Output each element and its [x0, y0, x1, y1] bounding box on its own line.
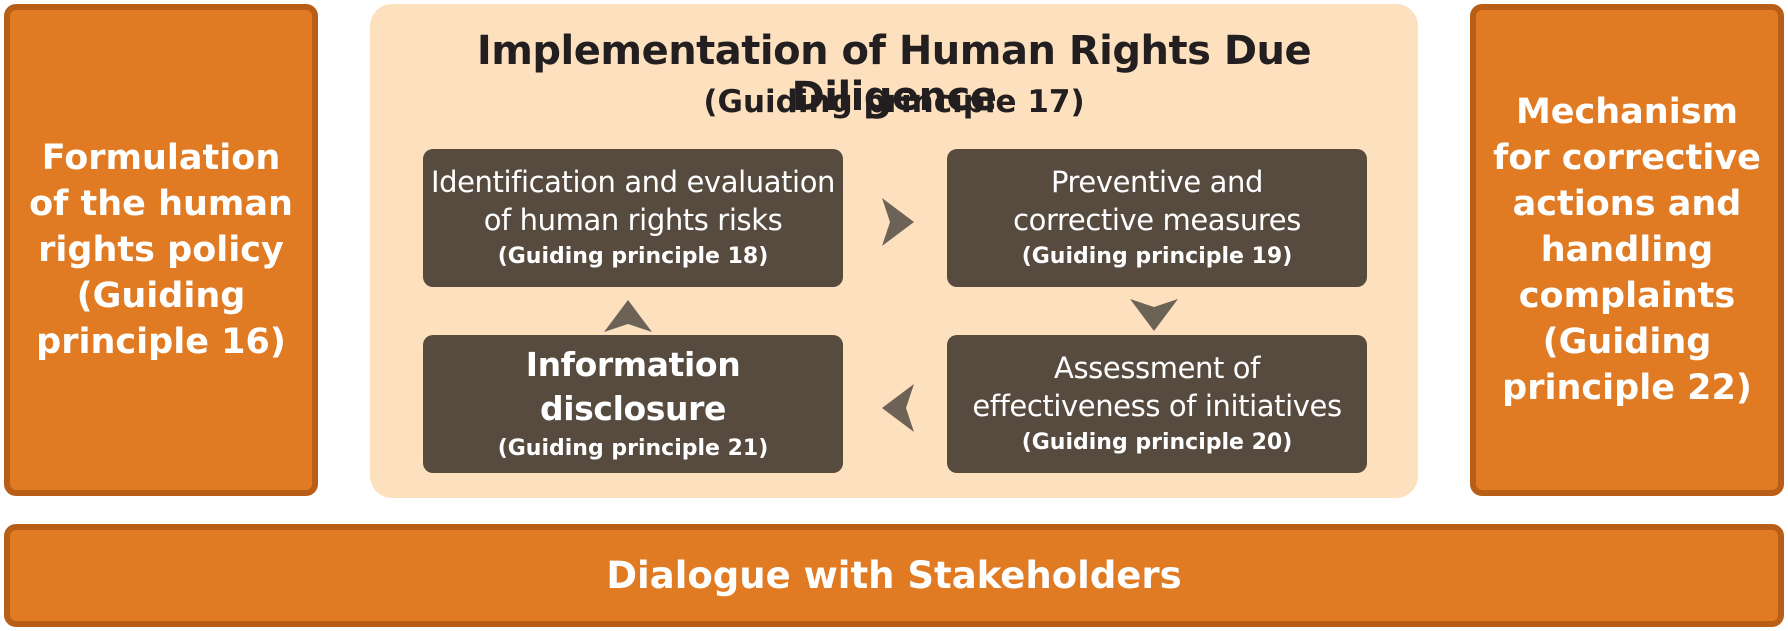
- policy-line-1: Formulation: [41, 138, 281, 178]
- mechanism-principle-line-1: (Guiding: [1542, 322, 1712, 362]
- mechanism-line-3: actions and: [1512, 184, 1742, 224]
- step-identification-evaluation: Identification and evaluation of human r…: [423, 149, 843, 287]
- policy-principle-line-2: principle 16): [36, 322, 286, 362]
- mechanism-line-1: Mechanism: [1515, 92, 1739, 132]
- mechanism-line-2: for corrective: [1493, 138, 1761, 178]
- step-assess-line-2: effectiveness of initiatives: [972, 389, 1342, 423]
- step-identify-line-1: Identification and evaluation: [430, 165, 836, 199]
- policy-line-2: of the human: [29, 184, 293, 224]
- mechanism-line-5: complaints: [1518, 276, 1736, 316]
- mechanism-line-4: handling: [1540, 230, 1714, 270]
- step-information-disclosure: Information disclosure (Guiding principl…: [423, 335, 843, 473]
- human-rights-policy-box: Formulation of the human rights policy (…: [4, 4, 318, 496]
- step-identify-principle: (Guiding principle 18): [497, 244, 769, 269]
- arrow-left-icon: [882, 384, 914, 432]
- corrective-actions-mechanism-box: Mechanism for corrective actions and han…: [1470, 4, 1784, 496]
- arrow-down-icon: [1130, 299, 1178, 331]
- policy-line-3: rights policy: [38, 230, 284, 270]
- stakeholder-dialogue-label: Dialogue with Stakeholders: [606, 554, 1182, 597]
- arrow-right-icon: [882, 198, 914, 246]
- step-preventive-corrective: Preventive and corrective measures (Guid…: [947, 149, 1367, 287]
- arrow-up-icon: [604, 300, 652, 332]
- policy-principle-line-1: (Guiding: [76, 276, 246, 316]
- mechanism-principle-line-2: principle 22): [1502, 368, 1752, 408]
- step-disclose-line-1: Information disclosure: [525, 345, 741, 428]
- panel-title: Implementation of Human Rights Due Dilig…: [476, 28, 1312, 120]
- step-identify-line-2: of human rights risks: [483, 203, 783, 237]
- step-assess-principle: (Guiding principle 20): [1021, 430, 1293, 455]
- step-prevent-line-1: Preventive and: [1050, 165, 1264, 199]
- due-diligence-panel: Implementation of Human Rights Due Dilig…: [370, 4, 1418, 498]
- step-assessment-effectiveness: Assessment of effectiveness of initiativ…: [947, 335, 1367, 473]
- step-disclose-principle: (Guiding principle 21): [497, 436, 769, 461]
- step-prevent-line-2: corrective measures: [1013, 203, 1301, 237]
- stakeholder-dialogue-bar: Dialogue with Stakeholders: [4, 524, 1784, 627]
- step-assess-line-1: Assessment of: [1054, 351, 1260, 385]
- step-prevent-principle: (Guiding principle 19): [1021, 244, 1293, 269]
- panel-subtitle: (Guiding principle 17): [703, 84, 1085, 120]
